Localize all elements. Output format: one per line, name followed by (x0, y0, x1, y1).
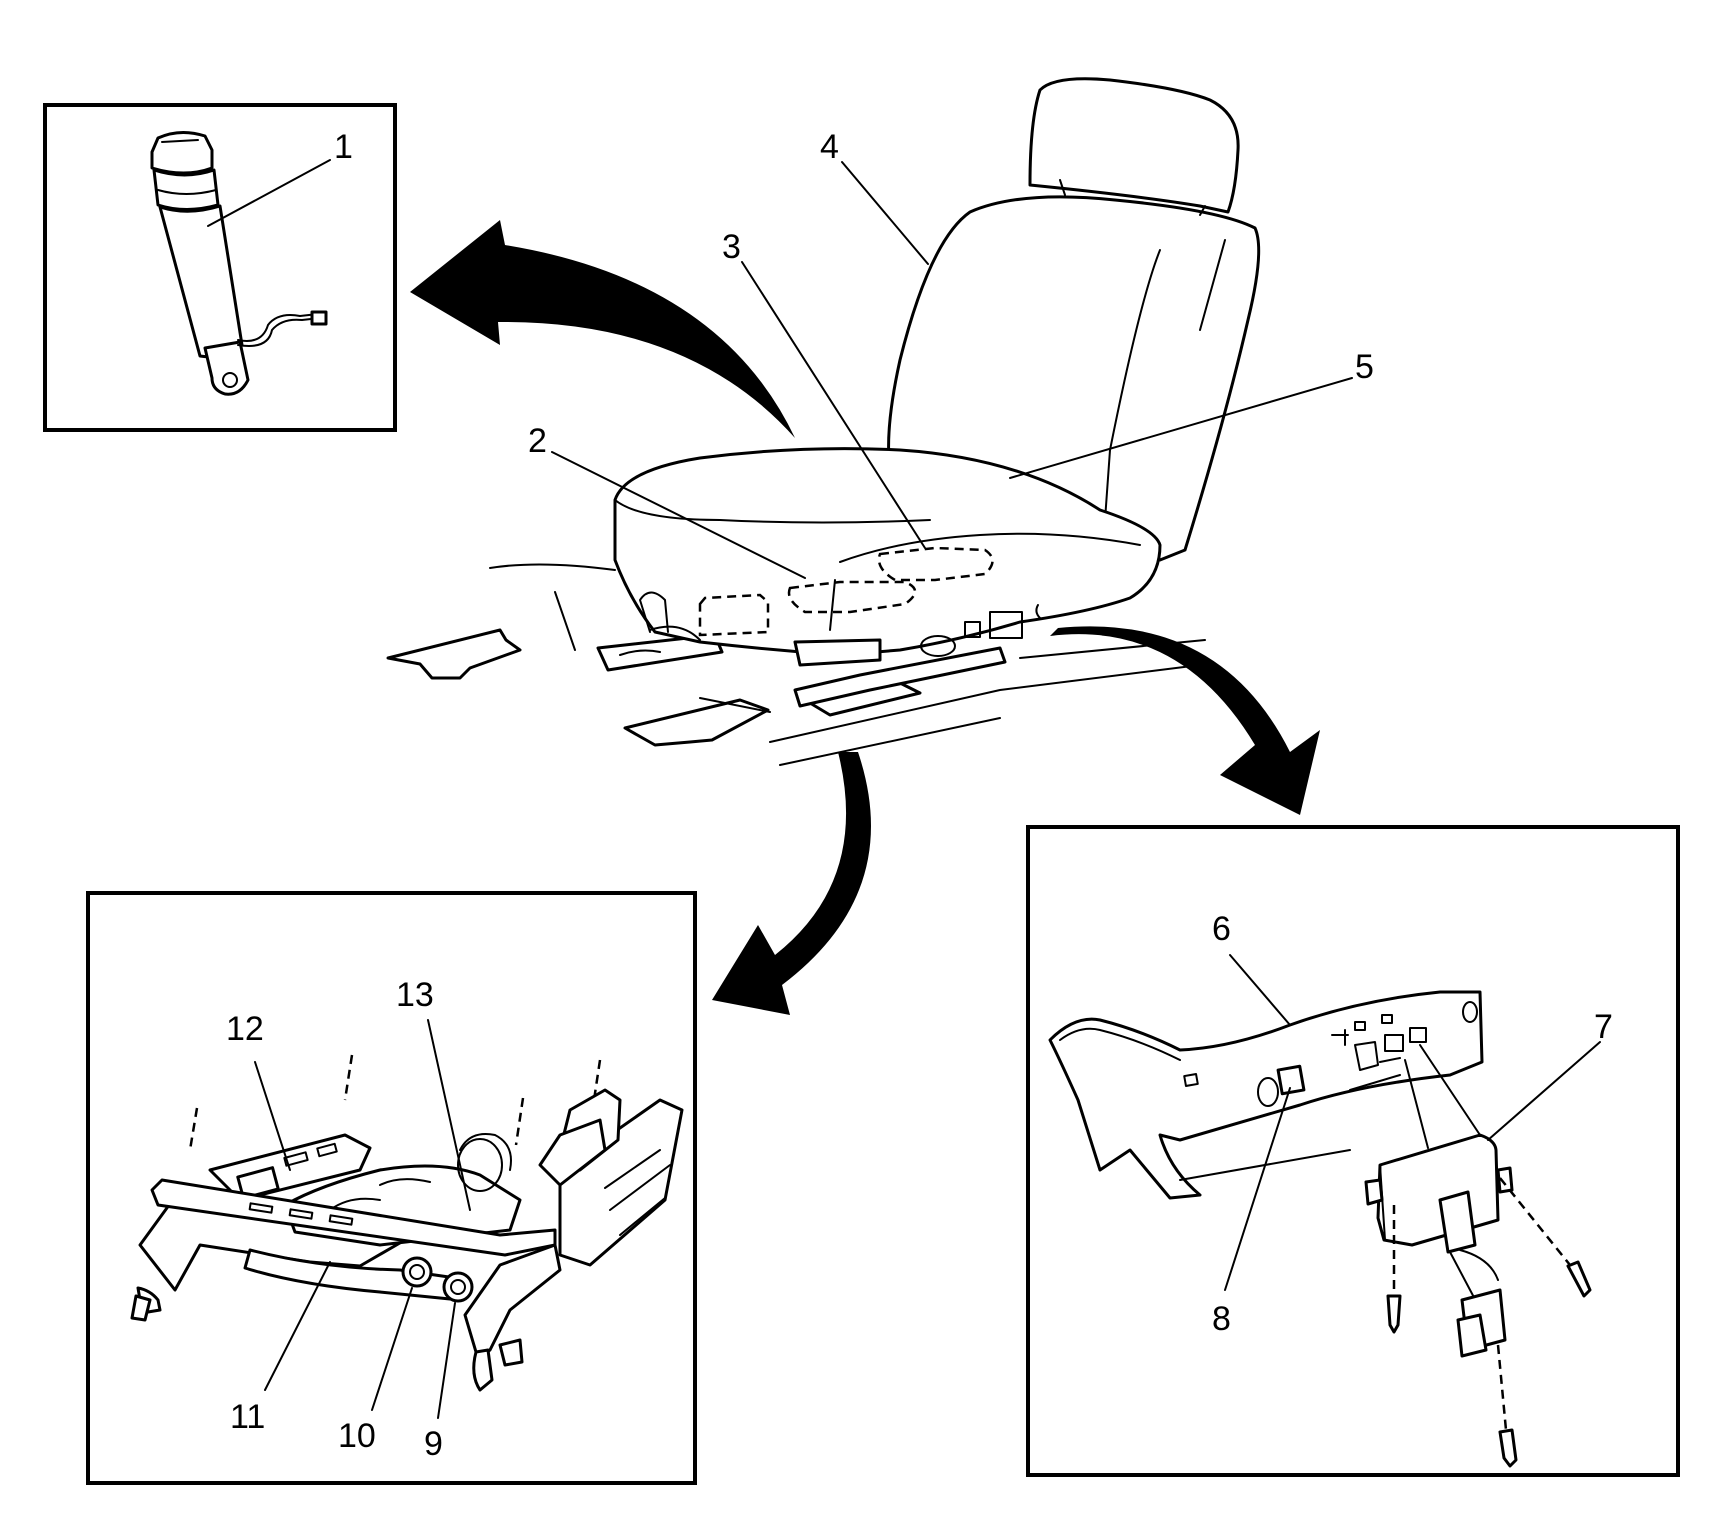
leader-12 (254, 1061, 291, 1171)
leader-10 (371, 1287, 413, 1411)
leader-5 (1009, 377, 1353, 479)
callout-9: 9 (424, 1425, 443, 1463)
callout-1: 1 (334, 128, 353, 166)
callout-6: 6 (1212, 910, 1231, 948)
leader-8 (1224, 1087, 1291, 1291)
callout-2: 2 (528, 422, 547, 460)
leader-4 (841, 161, 929, 265)
leader-6 (1229, 954, 1291, 1026)
callout-7: 7 (1594, 1008, 1613, 1046)
leader-7 (1487, 1041, 1601, 1141)
arrow-to-buckle-detail (410, 220, 795, 438)
detail-box-module: 6 7 8 (1026, 825, 1680, 1477)
callout-13: 13 (396, 976, 434, 1014)
callout-4: 4 (820, 128, 839, 166)
callout-8: 8 (1212, 1300, 1231, 1338)
callout-3: 3 (722, 228, 741, 266)
leader-2 (551, 451, 806, 579)
detail-box-buckle: 1 (43, 103, 397, 432)
seat-adjuster-track-icon (130, 1054, 684, 1392)
sensor-module-3-outline (877, 546, 994, 582)
leader-1 (207, 159, 331, 227)
callout-5: 5 (1355, 348, 1374, 386)
sensor-module-2-outline (787, 580, 917, 614)
leader-3 (741, 261, 926, 549)
callout-10: 10 (338, 1417, 376, 1455)
detail-box-adjuster: 12 13 11 10 9 (86, 891, 697, 1485)
arrow-to-module-detail (1050, 626, 1320, 815)
leader-13 (427, 1019, 471, 1211)
leader-9 (437, 1302, 456, 1419)
callout-11: 11 (230, 1398, 265, 1436)
leader-11 (264, 1261, 331, 1391)
seat-module-icon (1048, 990, 1592, 1468)
arrow-to-adjuster-detail (712, 752, 871, 1015)
seat-belt-buckle-icon (150, 131, 328, 396)
callout-12: 12 (226, 1010, 264, 1048)
power-seat-icon (386, 77, 1261, 766)
